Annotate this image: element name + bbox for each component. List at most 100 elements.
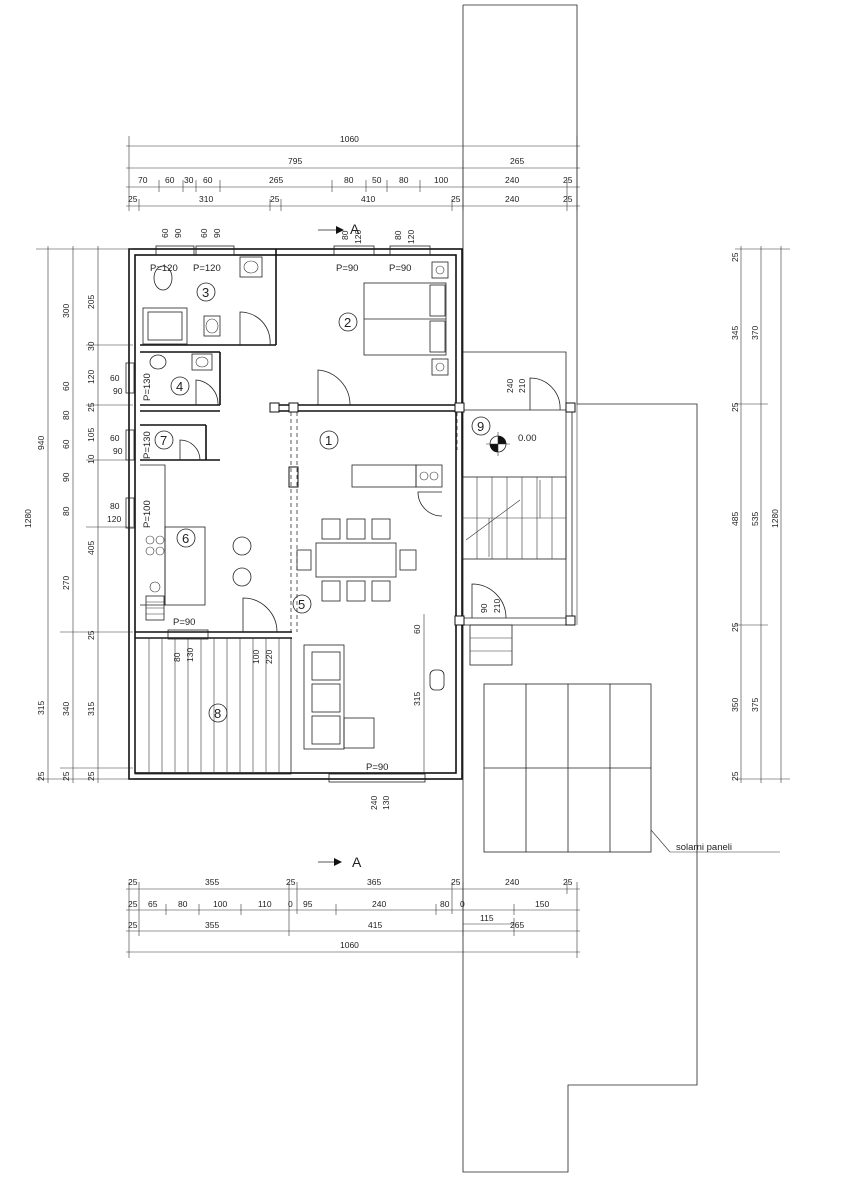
dim-left-n-25a: 25	[86, 402, 96, 412]
opening-p90-kitchen: P=90	[173, 617, 195, 628]
dim-bot-r2-1: 25	[128, 899, 138, 909]
win-mark-11a: 240	[505, 379, 515, 393]
dimensions-bottom: 25 355 25 365 25 240 25 25 65 80 100 110…	[126, 877, 580, 958]
dim-right-i-345: 345	[730, 326, 740, 340]
win-mark-1b: 90	[173, 228, 183, 238]
opening-labels: P=120 P=120 P=90 P=90 P=90 P=90 P=130 P=…	[142, 263, 537, 773]
win-mark-6a: 60	[110, 433, 120, 443]
room-number-3: 3	[202, 285, 209, 300]
wc-fixtures	[149, 353, 219, 461]
dim-left-n-205: 205	[86, 295, 96, 309]
dim-bot-r1-2: 355	[205, 877, 219, 887]
dim-top-795: 795	[288, 156, 302, 166]
dim-right-m-535: 535	[750, 512, 760, 526]
win-mark-10a: 240	[369, 796, 379, 810]
dimensions-left: 1280 940 315 25 300 60 80 60 90 80 270 3…	[23, 246, 133, 783]
dim-left-1280: 1280	[23, 509, 33, 528]
stairs	[461, 377, 567, 666]
win-mark-10b: 130	[381, 796, 391, 810]
dim-left-n-405: 405	[86, 541, 96, 555]
dim-bot-r2-4: 100	[213, 899, 227, 909]
win-mark-9a: 100	[251, 650, 261, 664]
dim-bot-r3-4: 265	[510, 920, 524, 930]
dim-top-1060: 1060	[340, 134, 359, 144]
win-mark-8a: 80	[172, 652, 182, 662]
dim-bot-r3-2: 355	[205, 920, 219, 930]
section-marker-top: A	[350, 221, 360, 237]
dim-top-r4-3: 25	[270, 194, 280, 204]
win-mark-14: 315	[412, 692, 422, 706]
dim-left-315-mid: 315	[36, 701, 46, 715]
dim-left-940: 940	[36, 436, 46, 450]
dim-right-i-485: 485	[730, 512, 740, 526]
dim-bot-r1-6: 240	[505, 877, 519, 887]
win-mark-12a: 90	[479, 603, 489, 613]
dim-left-n-30: 30	[86, 341, 96, 351]
dim-bot-r1-4: 365	[367, 877, 381, 887]
dim-right-i-25d: 25	[730, 771, 740, 781]
win-mark-3a: 80	[340, 230, 350, 240]
dim-top-r4-4: 410	[361, 194, 375, 204]
win-mark-12b: 210	[492, 599, 502, 613]
dim-left-i-90: 90	[61, 472, 71, 482]
dimensions-right: 25 345 25 485 25 350 25 370 535 375 1280	[730, 246, 790, 783]
dim-top-r3-3: 30	[184, 175, 194, 185]
dim-bot-r1-3: 25	[286, 877, 296, 887]
dim-top-r3-7: 50	[372, 175, 382, 185]
dim-left-i-340: 340	[61, 702, 71, 716]
win-mark-11b: 210	[517, 379, 527, 393]
dim-top-r4-6: 240	[505, 194, 519, 204]
dim-left-25-mid: 25	[36, 771, 46, 781]
room-number-1: 1	[325, 433, 332, 448]
dim-left-n-315: 315	[86, 702, 96, 716]
dim-bot-r2-9: 80	[440, 899, 450, 909]
dim-left-n-105: 105	[86, 428, 96, 442]
windows-top	[125, 245, 431, 783]
level-label: 0.00	[518, 433, 537, 444]
room-number-7: 7	[160, 433, 167, 448]
dim-left-i-60a: 60	[61, 381, 71, 391]
solar-panels: solarni paneli	[483, 683, 780, 853]
dim-bot-r2-11: 150	[535, 899, 549, 909]
dim-bot-r2-8: 240	[372, 899, 386, 909]
win-mark-2a: 60	[199, 228, 209, 238]
win-mark-4a: 80	[393, 230, 403, 240]
dim-bot-r2-5: 110	[258, 899, 272, 909]
section-markers: A A	[318, 221, 362, 870]
dim-top-r3-6: 80	[344, 175, 354, 185]
dim-top-r3-9: 100	[434, 175, 448, 185]
dim-bot-r1-1: 25	[128, 877, 138, 887]
dim-bot-r2-3: 80	[178, 899, 188, 909]
dim-left-n-10: 10	[86, 454, 96, 464]
dim-right-1280: 1280	[770, 509, 780, 528]
room-number-6: 6	[182, 531, 189, 546]
dim-top-r3-5: 265	[269, 175, 283, 185]
dim-top-r3-2: 60	[165, 175, 175, 185]
dim-bot-r2-10: 0	[460, 899, 465, 909]
win-mark-5b: 90	[113, 386, 123, 396]
dim-top-r3-4: 60	[203, 175, 213, 185]
dim-bot-r1-7: 25	[563, 877, 573, 887]
opening-p90-bottom: P=90	[366, 762, 388, 773]
dim-left-n-120: 120	[86, 370, 96, 384]
dim-top-r3-8: 80	[399, 175, 409, 185]
section-marker-bottom: A	[352, 854, 362, 870]
win-mark-5a: 60	[110, 373, 120, 383]
win-mark-4b: 120	[406, 230, 416, 244]
dim-top-r3-1: 70	[138, 175, 148, 185]
bedroom-furniture	[317, 261, 449, 406]
dim-right-i-25c: 25	[730, 622, 740, 632]
opening-p120-a: P=120	[150, 263, 178, 274]
dim-top-r4-5: 25	[451, 194, 461, 204]
dim-right-m-375: 375	[750, 698, 760, 712]
dim-bot-r3-3: 415	[368, 920, 382, 930]
dim-right-i-25a: 25	[730, 252, 740, 262]
win-mark-1a: 60	[160, 228, 170, 238]
dim-bot-r4-1: 1060	[340, 940, 359, 950]
dim-left-i-60b: 60	[61, 439, 71, 449]
win-mark-9b: 220	[264, 650, 274, 664]
dim-bot-r3-1: 25	[128, 920, 138, 930]
opening-p120-b: P=120	[193, 263, 221, 274]
win-mark-6b: 90	[113, 446, 123, 456]
dim-right-i-25b: 25	[730, 402, 740, 412]
